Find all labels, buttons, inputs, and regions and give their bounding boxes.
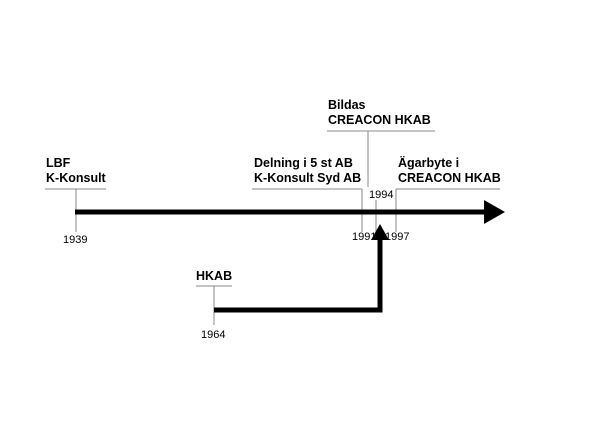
event-label-lbf: LBF K-Konsult <box>46 156 106 186</box>
event-label-delning: Delning i 5 st AB K-Konsult Syd AB <box>254 156 361 186</box>
event-label-agarbyte: Ägarbyte i CREACON HKAB <box>398 156 501 186</box>
event-line: Bildas <box>328 98 366 112</box>
year-1997: 1997 <box>385 231 410 243</box>
event-line: HKAB <box>196 269 233 283</box>
year-1964: 1964 <box>201 329 226 341</box>
event-line: K-Konsult Syd AB <box>254 171 362 185</box>
year-1994: 1994 <box>369 189 394 201</box>
event-label-hkab: HKAB <box>196 269 232 284</box>
year-1991: 1991 <box>352 231 377 243</box>
hkab-branch-line <box>214 238 383 313</box>
event-line: CREACON HKAB <box>398 171 501 185</box>
event-line: Delning i 5 st AB <box>254 156 353 170</box>
event-line: LBF <box>46 156 71 170</box>
event-label-bildas: Bildas CREACON HKAB <box>328 98 431 128</box>
event-line: K-Konsult <box>46 171 106 185</box>
event-line: Ägarbyte i <box>398 156 460 170</box>
event-line: CREACON HKAB <box>328 113 431 127</box>
year-1939: 1939 <box>63 234 88 246</box>
hkab-branch-arrowhead <box>371 224 389 240</box>
main-timeline-arrowhead <box>484 200 505 224</box>
